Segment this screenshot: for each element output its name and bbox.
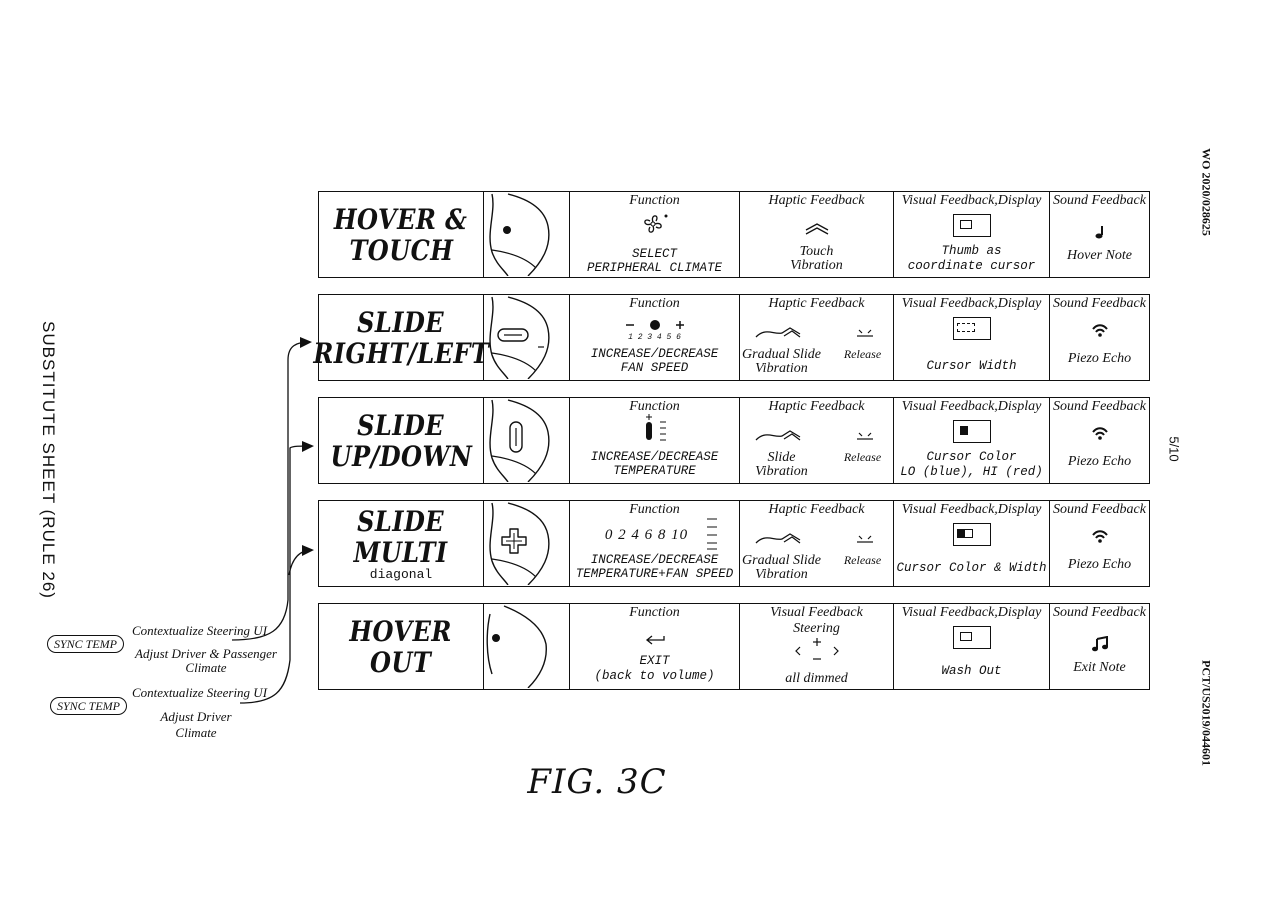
function-cell: Function SELECT PERIPHERAL CLIMATE [570,192,740,277]
steering-wheel-illustration [484,501,570,586]
visual-cell: Visual Feedback,Display Wash Out [894,604,1050,689]
haptic-cell: Haptic Feedback Gradual Slide Vibration … [740,295,894,380]
legend-text: Contextualize Steering UI [132,623,268,638]
figure-label: FIG. 3C [527,762,667,802]
release-icon [857,432,873,440]
legend-text: Adjust Driver [160,709,232,724]
legend-text: Climate [185,660,227,675]
gesture-row-hover-touch: HOVER & TOUCH Function SELECT PERIPHERAL… [318,191,1150,278]
gradual-vibration-icon [755,327,801,338]
display-screen-icon [952,626,991,649]
function-cell: Function EXIT (back to volume) [570,604,740,689]
gesture-name: HOVER OUT [319,604,484,689]
haptic-cell: Haptic Feedback Touch Vibration [740,192,894,277]
thermometer-icon [645,414,666,441]
visual-cell: Visual Feedback,Display Cursor Color & W… [894,501,1050,586]
exit-arrow-icon [645,635,665,645]
gesture-row-hover-out: HOVER OUT Function EXIT (back to volume)… [318,603,1150,690]
display-screen-icon [952,214,991,237]
function-cell: Function 0 2 4 6 8 10 INCREASE/DECREASE … [570,501,740,586]
fan-speed-scale-icon [625,320,684,330]
visual-cell: Visual Feedback,Display Cursor Width [894,295,1050,380]
gesture-row-slide-multi: SLIDE MULTI diagonal Function 0 2 4 6 8 … [318,500,1150,587]
legend-text: Contextualize Steering UI [132,685,268,700]
visual-cell: Visual Feedback,Display Thumb as coordin… [894,192,1050,277]
steering-wheel-illustration [484,604,570,689]
release-icon [857,329,873,337]
haptic-cell: Visual Feedback Steering all dimmed [740,604,894,689]
display-screen-icon [952,317,991,340]
legend-text: Climate [175,725,217,740]
display-screen-icon [952,523,991,546]
touch-vibration-icon [805,223,828,235]
steering-wheel-illustration [484,295,570,380]
steering-wheel-hover-icon [489,193,550,277]
piezo-echo-icon [1091,427,1108,440]
slide-vibration-icon [755,430,801,441]
sync-temp-badge: SYNC TEMP [50,697,128,715]
steering-wheel-illustration [484,192,570,277]
steering-wheel-illustration [484,398,570,483]
piezo-echo-icon [1091,530,1108,543]
sound-cell: Sound Feedback Hover Note [1053,193,1146,263]
gesture-name: SLIDE MULTI diagonal [319,501,484,586]
function-cell: Function INCREASE/DECREASE TEMPERATURE [570,398,740,483]
gesture-row-slide-right-left: SLIDE RIGHT/LEFT Function 1 2 3 4 5 6 IN… [313,294,1150,381]
gesture-name: HOVER & TOUCH [319,192,484,277]
haptic-cell: Haptic Feedback Slide Vibration Release [740,398,894,483]
steering-wheel-slide-multi-icon [489,502,550,586]
gesture-name: SLIDE UP/DOWN [319,398,484,483]
sound-cell: Sound Feedback Exit Note [1053,605,1146,675]
sound-cell: Sound Feedback Piezo Echo [1053,296,1146,366]
sync-temp-badge: SYNC TEMP [47,635,125,653]
haptic-cell: Haptic Feedback Gradual Slide Vibration … [740,501,894,586]
release-icon [857,535,873,543]
sound-cell: Sound Feedback Piezo Echo [1053,502,1146,572]
music-note-icon [1095,226,1103,239]
gesture-name: SLIDE RIGHT/LEFT [313,295,489,380]
sound-cell: Sound Feedback Piezo Echo [1053,399,1146,469]
fan-icon [643,214,667,233]
gesture-row-slide-up-down: SLIDE UP/DOWN Function INCREASE/DECREASE… [318,397,1150,484]
gradual-vibration-icon [755,533,801,544]
display-screen-icon [952,420,991,443]
visual-cell: Visual Feedback,Display Cursor Color LO … [894,398,1050,483]
steering-wheel-hover-out-icon [486,605,547,689]
function-cell: Function 1 2 3 4 5 6 INCREASE/DECREASE F… [570,295,740,380]
steering-wheel-slide-horizontal-icon [489,296,550,380]
double-music-note-icon [1091,636,1108,652]
steering-wheel-slide-vertical-icon [489,399,550,483]
piezo-echo-icon [1091,324,1108,337]
legend-text: Adjust Driver & Passenger [135,646,277,661]
dimmed-steering-controls-icon [794,638,839,660]
level-bars-icon [707,518,717,550]
